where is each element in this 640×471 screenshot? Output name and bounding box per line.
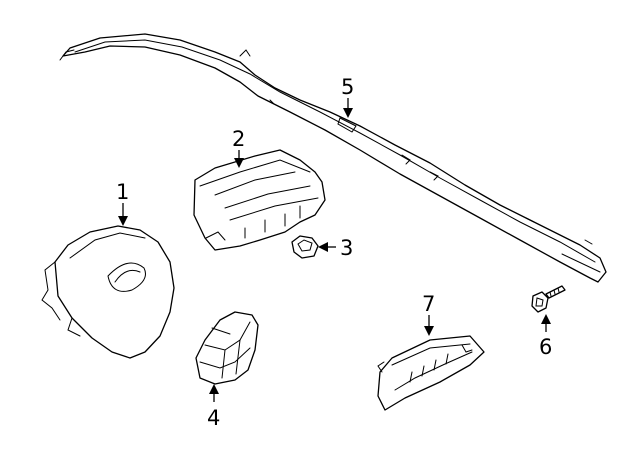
callout-6: 6 xyxy=(539,335,552,359)
leader-arrow-6 xyxy=(541,314,551,332)
leader-arrow-7 xyxy=(424,315,434,336)
leader-arrow-5 xyxy=(343,98,353,118)
callout-5: 5 xyxy=(341,75,354,99)
callout-2: 2 xyxy=(232,127,245,151)
leader-arrow-2 xyxy=(234,150,244,168)
leader-arrow-4 xyxy=(209,384,219,402)
callout-1: 1 xyxy=(116,180,129,204)
leader-arrow-1 xyxy=(118,203,128,226)
callout-4: 4 xyxy=(207,406,220,430)
part-driver-airbag xyxy=(41,225,175,359)
callout-3: 3 xyxy=(340,236,353,260)
callout-7: 7 xyxy=(422,292,435,316)
part-bolt xyxy=(531,285,566,313)
part-bracket xyxy=(377,335,485,411)
leader-arrow-3 xyxy=(318,242,336,252)
part-clip xyxy=(291,235,319,259)
part-passenger-airbag xyxy=(193,149,326,251)
part-curtain-airbag xyxy=(59,33,607,283)
part-knee-airbag xyxy=(195,311,259,385)
